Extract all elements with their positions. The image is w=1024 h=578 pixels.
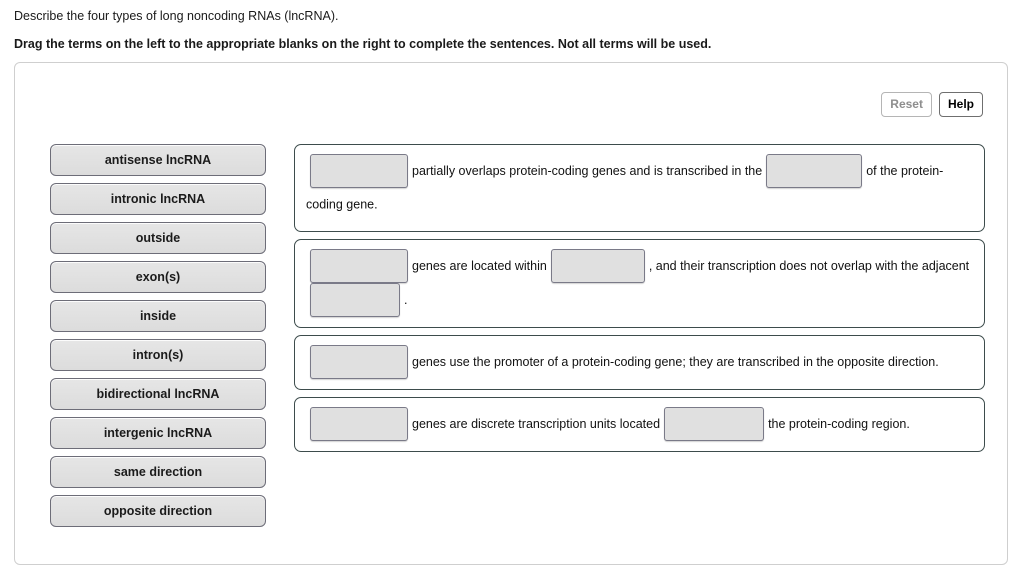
sentence-1-text-b: of the protein-coding gene. <box>306 164 944 212</box>
question-text: Describe the four types of long noncodin… <box>14 9 339 23</box>
sentence-box-4: genes are discrete transcription units l… <box>294 396 985 452</box>
blank-slot-1b[interactable] <box>766 154 863 188</box>
sentence-4-text-b: the protein-coding region. <box>768 416 910 431</box>
activity-panel: Reset Help antisense lncRNA intronic lnc… <box>14 62 1008 565</box>
blank-slot-1a[interactable] <box>310 154 408 188</box>
term-tile-introns[interactable]: intron(s) <box>50 339 266 371</box>
sentence-1-text-a: partially overlaps protein-coding genes … <box>412 164 763 178</box>
prompt-area: Describe the four types of long noncodin… <box>0 0 1024 52</box>
term-tile-exons[interactable]: exon(s) <box>50 261 266 293</box>
sentence-4-text-a: genes are discrete transcription units l… <box>412 416 661 431</box>
sentence-2-text-b: , and their transcription does not overl… <box>648 258 970 273</box>
term-bank: antisense lncRNA intronic lncRNA outside… <box>50 144 266 527</box>
instruction-text: Drag the terms on the left to the approp… <box>14 37 712 51</box>
term-tile-intergenic-lncrna[interactable]: intergenic lncRNA <box>50 417 266 449</box>
sentence-box-1: partially overlaps protein-coding genes … <box>294 144 985 232</box>
blank-slot-3a[interactable] <box>310 344 408 379</box>
term-tile-bidirectional-lncrna[interactable]: bidirectional lncRNA <box>50 378 266 410</box>
blank-slot-2a[interactable] <box>310 248 408 283</box>
term-tile-antisense-lncrna[interactable]: antisense lncRNA <box>50 144 266 176</box>
blank-slot-2c[interactable] <box>310 282 400 317</box>
sentence-box-3: genes use the promoter of a protein-codi… <box>294 334 985 390</box>
blank-slot-4a[interactable] <box>310 406 408 441</box>
work-area: antisense lncRNA intronic lncRNA outside… <box>50 144 985 527</box>
reset-button[interactable]: Reset <box>881 92 932 117</box>
blank-slot-4b[interactable] <box>664 406 765 441</box>
term-tile-inside[interactable]: inside <box>50 300 266 332</box>
sentence-3-text-a: genes use the promoter of a protein-codi… <box>412 354 939 369</box>
term-tile-intronic-lncrna[interactable]: intronic lncRNA <box>50 183 266 215</box>
help-button[interactable]: Help <box>938 92 983 117</box>
term-tile-opposite-direction[interactable]: opposite direction <box>50 495 266 527</box>
sentence-2-text-c: . <box>404 292 408 307</box>
term-tile-same-direction[interactable]: same direction <box>50 456 266 488</box>
sentence-column: partially overlaps protein-coding genes … <box>294 144 985 452</box>
sentence-box-2: genes are located within , and their tran… <box>294 238 985 328</box>
term-tile-outside[interactable]: outside <box>50 222 266 254</box>
sentence-2-text-a: genes are located within <box>412 258 547 273</box>
panel-toolbar: Reset Help <box>881 92 983 117</box>
blank-slot-2b[interactable] <box>550 248 645 283</box>
